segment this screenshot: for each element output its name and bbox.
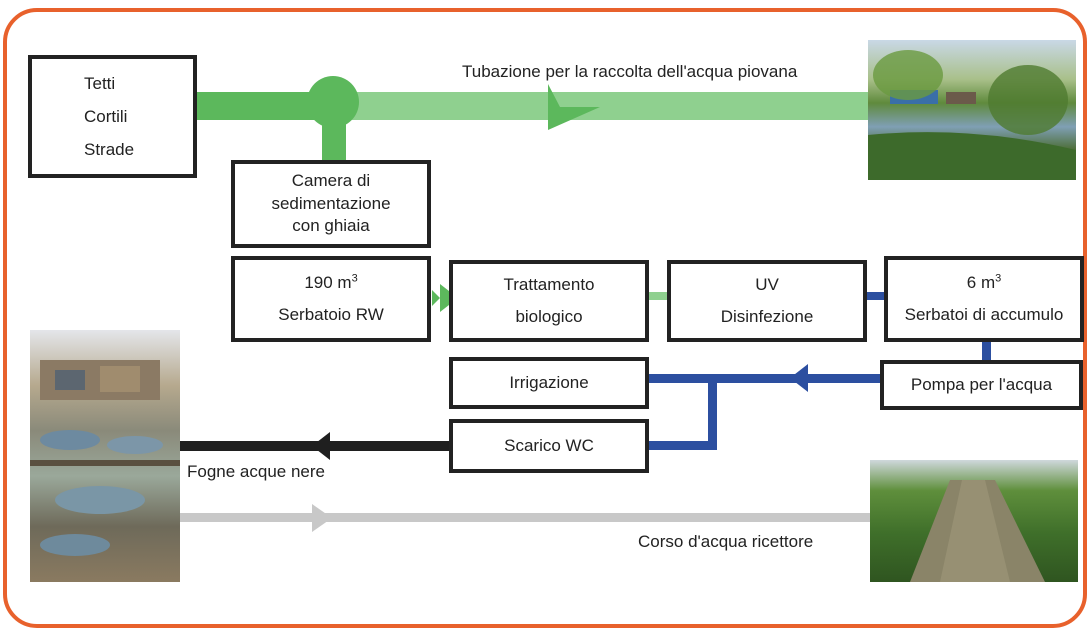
river-photo: [868, 40, 1076, 180]
sewer-label: Fogne acque nere: [187, 462, 325, 481]
rw-tank-volume: 190 m3: [304, 272, 358, 292]
treated-flow-arrow: [790, 364, 808, 392]
wc-label: Scarico WC: [504, 435, 594, 455]
uv-line-1: UV: [755, 274, 779, 294]
rain-pipe-label: Tubazione per la raccolta dell'acqua pio…: [462, 62, 798, 81]
pump-to-irrigation-line: [648, 374, 882, 383]
bio-to-uv-line: [648, 292, 670, 300]
sources-box: Tetti Cortili Strade: [28, 55, 197, 178]
distribution-vertical-line: [708, 378, 717, 450]
sedimentation-line-3: con ghiaia: [292, 216, 370, 236]
irrigation-box: Irrigazione: [449, 357, 649, 409]
rw-to-bio-arrow: [432, 290, 440, 306]
treatment-plant-photo: [30, 330, 180, 582]
sewer-flow-arrow: [312, 432, 330, 460]
uv-to-storage-line: [864, 292, 886, 300]
bio-treatment-box: Trattamento biologico: [449, 260, 649, 342]
pipe-junction-node: [307, 76, 359, 128]
rw-tank-name: Serbatoio RW: [278, 305, 384, 324]
distribution-to-wc-line: [648, 441, 717, 450]
rw-tank-box: 190 m3 Serbatoio RW: [231, 256, 431, 342]
source-roofs: Tetti: [84, 73, 116, 93]
uv-box: UV Disinfezione: [667, 260, 867, 342]
bio-line-2: biologico: [515, 307, 583, 326]
pump-box: Pompa per l'acqua: [880, 360, 1083, 410]
wc-box: Scarico WC: [449, 419, 649, 473]
orange-frame: [3, 8, 1087, 628]
receiving-water-line: [180, 513, 870, 522]
storage-box: 6 m3 Serbatoi di accumulo: [884, 256, 1084, 342]
sedimentation-line-1: Camera di: [291, 170, 371, 190]
storage-volume: 6 m3: [966, 272, 1002, 292]
canal-photo: [870, 460, 1078, 582]
pump-label: Pompa per l'acqua: [910, 374, 1053, 394]
pipe-down-to-sedimentation: [322, 120, 346, 162]
storage-name: Serbatoi di accumulo: [904, 305, 1064, 324]
storage-to-pump-line: [982, 342, 991, 366]
source-courtyards: Cortili: [84, 106, 128, 126]
receiving-flow-arrow: [312, 504, 332, 532]
sedimentation-box: Camera di sedimentazione con ghiaia: [231, 160, 431, 248]
bio-line-1: Trattamento: [503, 274, 595, 294]
receiving-water-label: Corso d'acqua ricettore: [638, 532, 814, 551]
irrigation-label: Irrigazione: [509, 372, 589, 392]
uv-line-2: Disinfezione: [720, 307, 814, 326]
source-streets: Strade: [84, 140, 135, 160]
sedimentation-line-2: sedimentazione: [271, 193, 391, 213]
rainwater-flow-arrow: [548, 84, 600, 130]
